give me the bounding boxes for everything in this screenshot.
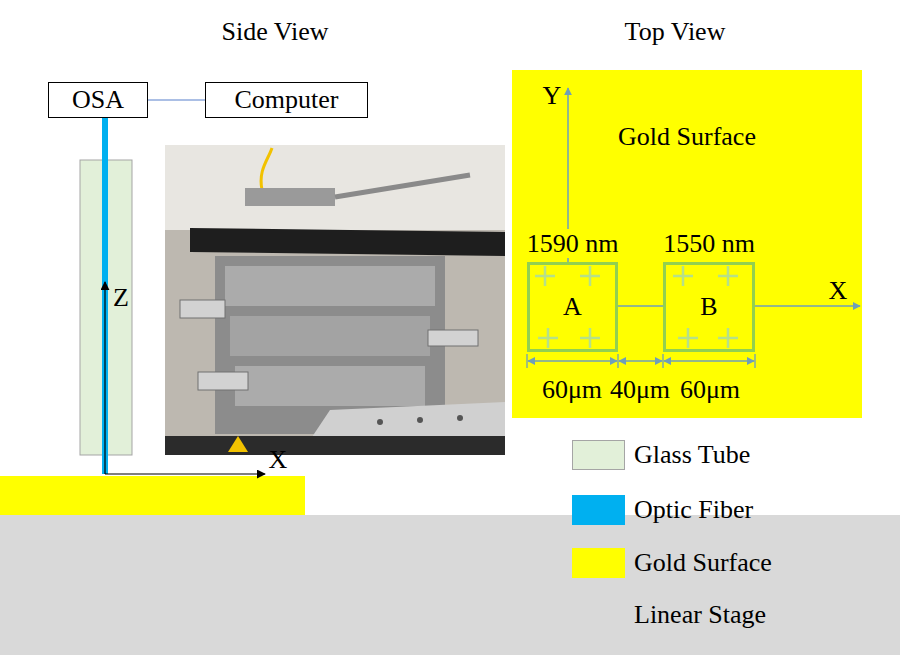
dimension-tick xyxy=(526,354,527,368)
label-anchor: 60μm xyxy=(542,375,602,405)
photo-rod xyxy=(335,175,470,197)
cross-mark xyxy=(718,266,738,286)
cross-mark xyxy=(673,266,693,286)
optic-fiber xyxy=(102,118,108,474)
alignment-crosses xyxy=(535,266,738,348)
cross-mark xyxy=(678,328,698,348)
instrument-box: Computer xyxy=(205,82,368,118)
photo-fiber-holder xyxy=(245,188,335,206)
text-holder: B xyxy=(700,292,717,322)
grating-zone: 1590 nmA xyxy=(527,262,618,352)
legend-swatch xyxy=(572,440,625,470)
cross-mark xyxy=(538,328,558,348)
photo-stage-block xyxy=(230,316,430,356)
label-anchor: 40μm xyxy=(610,375,670,405)
cross-mark xyxy=(580,328,600,348)
legend-row: Glass Tube xyxy=(572,440,872,470)
label-anchor: 60μm xyxy=(680,375,740,405)
photo-base xyxy=(165,436,505,455)
label-anchor: Side View xyxy=(221,17,328,47)
photo-warning-sign xyxy=(228,436,248,452)
dimension-label: 40μm xyxy=(610,375,670,404)
dimension-tick xyxy=(754,354,755,368)
view-title: Side View xyxy=(221,17,328,46)
photo-micrometer xyxy=(198,372,248,390)
signal-connector xyxy=(148,99,205,101)
legend-swatch xyxy=(572,548,625,578)
dimension-arrow xyxy=(528,360,617,361)
text-holder: A xyxy=(563,292,582,322)
dimension-label: 60μm xyxy=(542,375,602,404)
text-holder: Computer xyxy=(235,85,339,115)
legend-row: Optic Fiber xyxy=(572,495,872,525)
photo-hole xyxy=(377,419,383,425)
label-anchor: X xyxy=(269,445,288,475)
label-anchor: Top View xyxy=(625,17,726,47)
node-label: Computer xyxy=(235,85,339,114)
x-axis xyxy=(618,305,663,307)
gold-surface-side xyxy=(0,476,305,515)
gold-surface-top xyxy=(512,70,862,418)
photo-hole xyxy=(457,415,463,421)
x-axis xyxy=(105,473,265,474)
cross-mark xyxy=(535,266,555,286)
node-label: A xyxy=(563,292,582,321)
dimension-label: 60μm xyxy=(680,375,740,404)
text-holder: OSA xyxy=(72,85,124,115)
photo-stage-block xyxy=(225,266,435,306)
linear-stage xyxy=(0,515,900,655)
photo-cable xyxy=(261,148,272,190)
photo-background xyxy=(165,145,505,455)
photo-plate xyxy=(190,228,505,256)
photo-wall xyxy=(165,145,505,230)
axis-label: X xyxy=(829,276,848,305)
wavelength-label: 1590 nm xyxy=(525,229,621,258)
z-axis xyxy=(104,282,105,474)
text-holder: 1550 nm xyxy=(661,229,757,259)
wavelength-label: 1550 nm xyxy=(661,229,757,258)
legend-row: Linear Stage xyxy=(572,600,872,630)
dimension-arrow xyxy=(664,360,754,361)
axis-label: Z xyxy=(113,283,129,312)
gold-surface-region: 1590 nmA1550 nmBGold Surface xyxy=(512,70,862,418)
instrument-box: OSA xyxy=(48,82,148,118)
cross-mark xyxy=(580,266,600,286)
text-holder: 1590 nm xyxy=(525,229,621,259)
photo-stage-block xyxy=(235,366,425,406)
cross-mark xyxy=(718,328,738,348)
legend-text: Optic Fiber xyxy=(634,495,753,525)
node-label: OSA xyxy=(72,85,124,114)
legend-swatch xyxy=(572,600,625,630)
grating-zone: 1550 nmB xyxy=(663,262,755,352)
view-title: Top View xyxy=(625,17,726,46)
legend-text: Linear Stage xyxy=(634,600,766,630)
label-anchor: X xyxy=(829,276,848,306)
axis-label: Y xyxy=(543,81,562,110)
legend-text: Gold Surface xyxy=(634,548,772,578)
setup-photo xyxy=(165,145,505,455)
photo-hole xyxy=(417,417,423,423)
dimension-tick xyxy=(662,354,663,368)
dimension-tick xyxy=(617,354,618,368)
node-label: B xyxy=(700,292,717,321)
label-anchor: Y xyxy=(543,81,562,111)
legend-text: Glass Tube xyxy=(634,440,750,470)
photo-micrometer xyxy=(428,330,478,346)
legend-swatch xyxy=(572,495,625,525)
dimension-lines xyxy=(527,354,755,368)
x-axis xyxy=(755,305,860,307)
photo-breadboard xyxy=(310,402,505,440)
dimension-arrow xyxy=(619,360,662,361)
text-holder: Gold Surface xyxy=(512,122,862,152)
axis-label: X xyxy=(269,445,288,474)
label-anchor: Z xyxy=(113,283,129,313)
legend-row: Gold Surface xyxy=(572,548,872,578)
photo-micrometer xyxy=(180,300,225,318)
node-label: Gold Surface xyxy=(618,122,756,151)
